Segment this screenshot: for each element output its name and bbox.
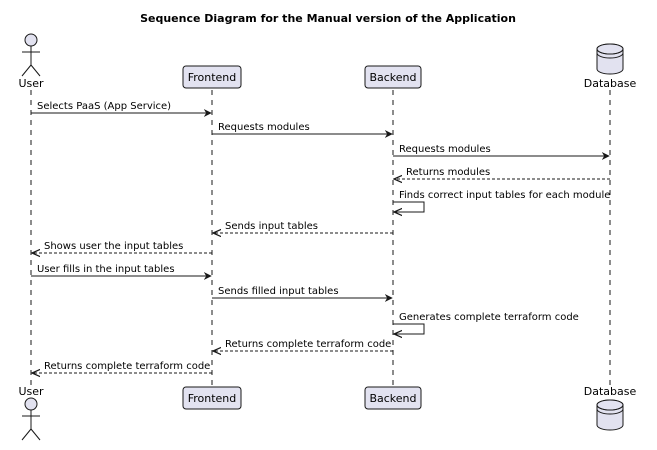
message-label: Sends input tables	[225, 221, 318, 232]
message-label: Requests modules	[218, 122, 310, 133]
database-icon	[596, 399, 624, 431]
message-label: Requests modules	[399, 144, 491, 155]
participant-backend-bottom: Backend	[364, 386, 422, 410]
participant-backend: Backend	[364, 65, 422, 89]
diagram-title: Sequence Diagram for the Manual version …	[140, 12, 516, 25]
message-label: Selects PaaS (App Service)	[37, 101, 171, 112]
message-arrow	[393, 323, 425, 334]
participant-label-user: User	[18, 77, 44, 90]
message-label: Finds correct input tables for each modu…	[399, 190, 610, 201]
actor-icon	[21, 33, 41, 77]
participant-label: Frontend	[188, 71, 237, 84]
message-label: Sends filled input tables	[218, 286, 339, 297]
participant-label: Backend	[369, 392, 416, 405]
message: Requests modules	[393, 144, 610, 160]
participant-label-database-bottom: Database	[584, 385, 637, 398]
message-label: Returns modules	[406, 167, 490, 178]
message: Returns complete terraform code	[32, 361, 212, 373]
actor-icon	[21, 397, 41, 441]
message: Selects PaaS (App Service)	[31, 101, 212, 117]
message: Finds correct input tables for each modu…	[393, 190, 610, 212]
message-label: User fills in the input tables	[37, 264, 175, 275]
message: User fills in the input tables	[31, 264, 212, 280]
message-label: Generates complete terraform code	[399, 312, 579, 323]
message: Shows user the input tables	[32, 241, 212, 253]
message: Generates complete terraform code	[393, 312, 579, 334]
participant-frontend-bottom: Frontend	[182, 386, 242, 410]
message: Returns complete terraform code	[213, 339, 393, 351]
message-label: Shows user the input tables	[44, 241, 183, 252]
message-label: Returns complete terraform code	[44, 361, 210, 372]
message: Sends input tables	[213, 221, 393, 233]
message-arrow	[393, 201, 425, 212]
participant-label: Frontend	[188, 392, 237, 405]
message-label: Returns complete terraform code	[225, 339, 391, 350]
participant-label: Backend	[369, 71, 416, 84]
message: Requests modules	[212, 122, 393, 138]
message: Returns modules	[394, 167, 610, 179]
participant-frontend: Frontend	[182, 65, 242, 89]
message: Sends filled input tables	[212, 286, 393, 302]
participant-label-user-bottom: User	[18, 385, 44, 398]
participant-label-database: Database	[584, 77, 637, 90]
database-icon	[596, 43, 624, 75]
